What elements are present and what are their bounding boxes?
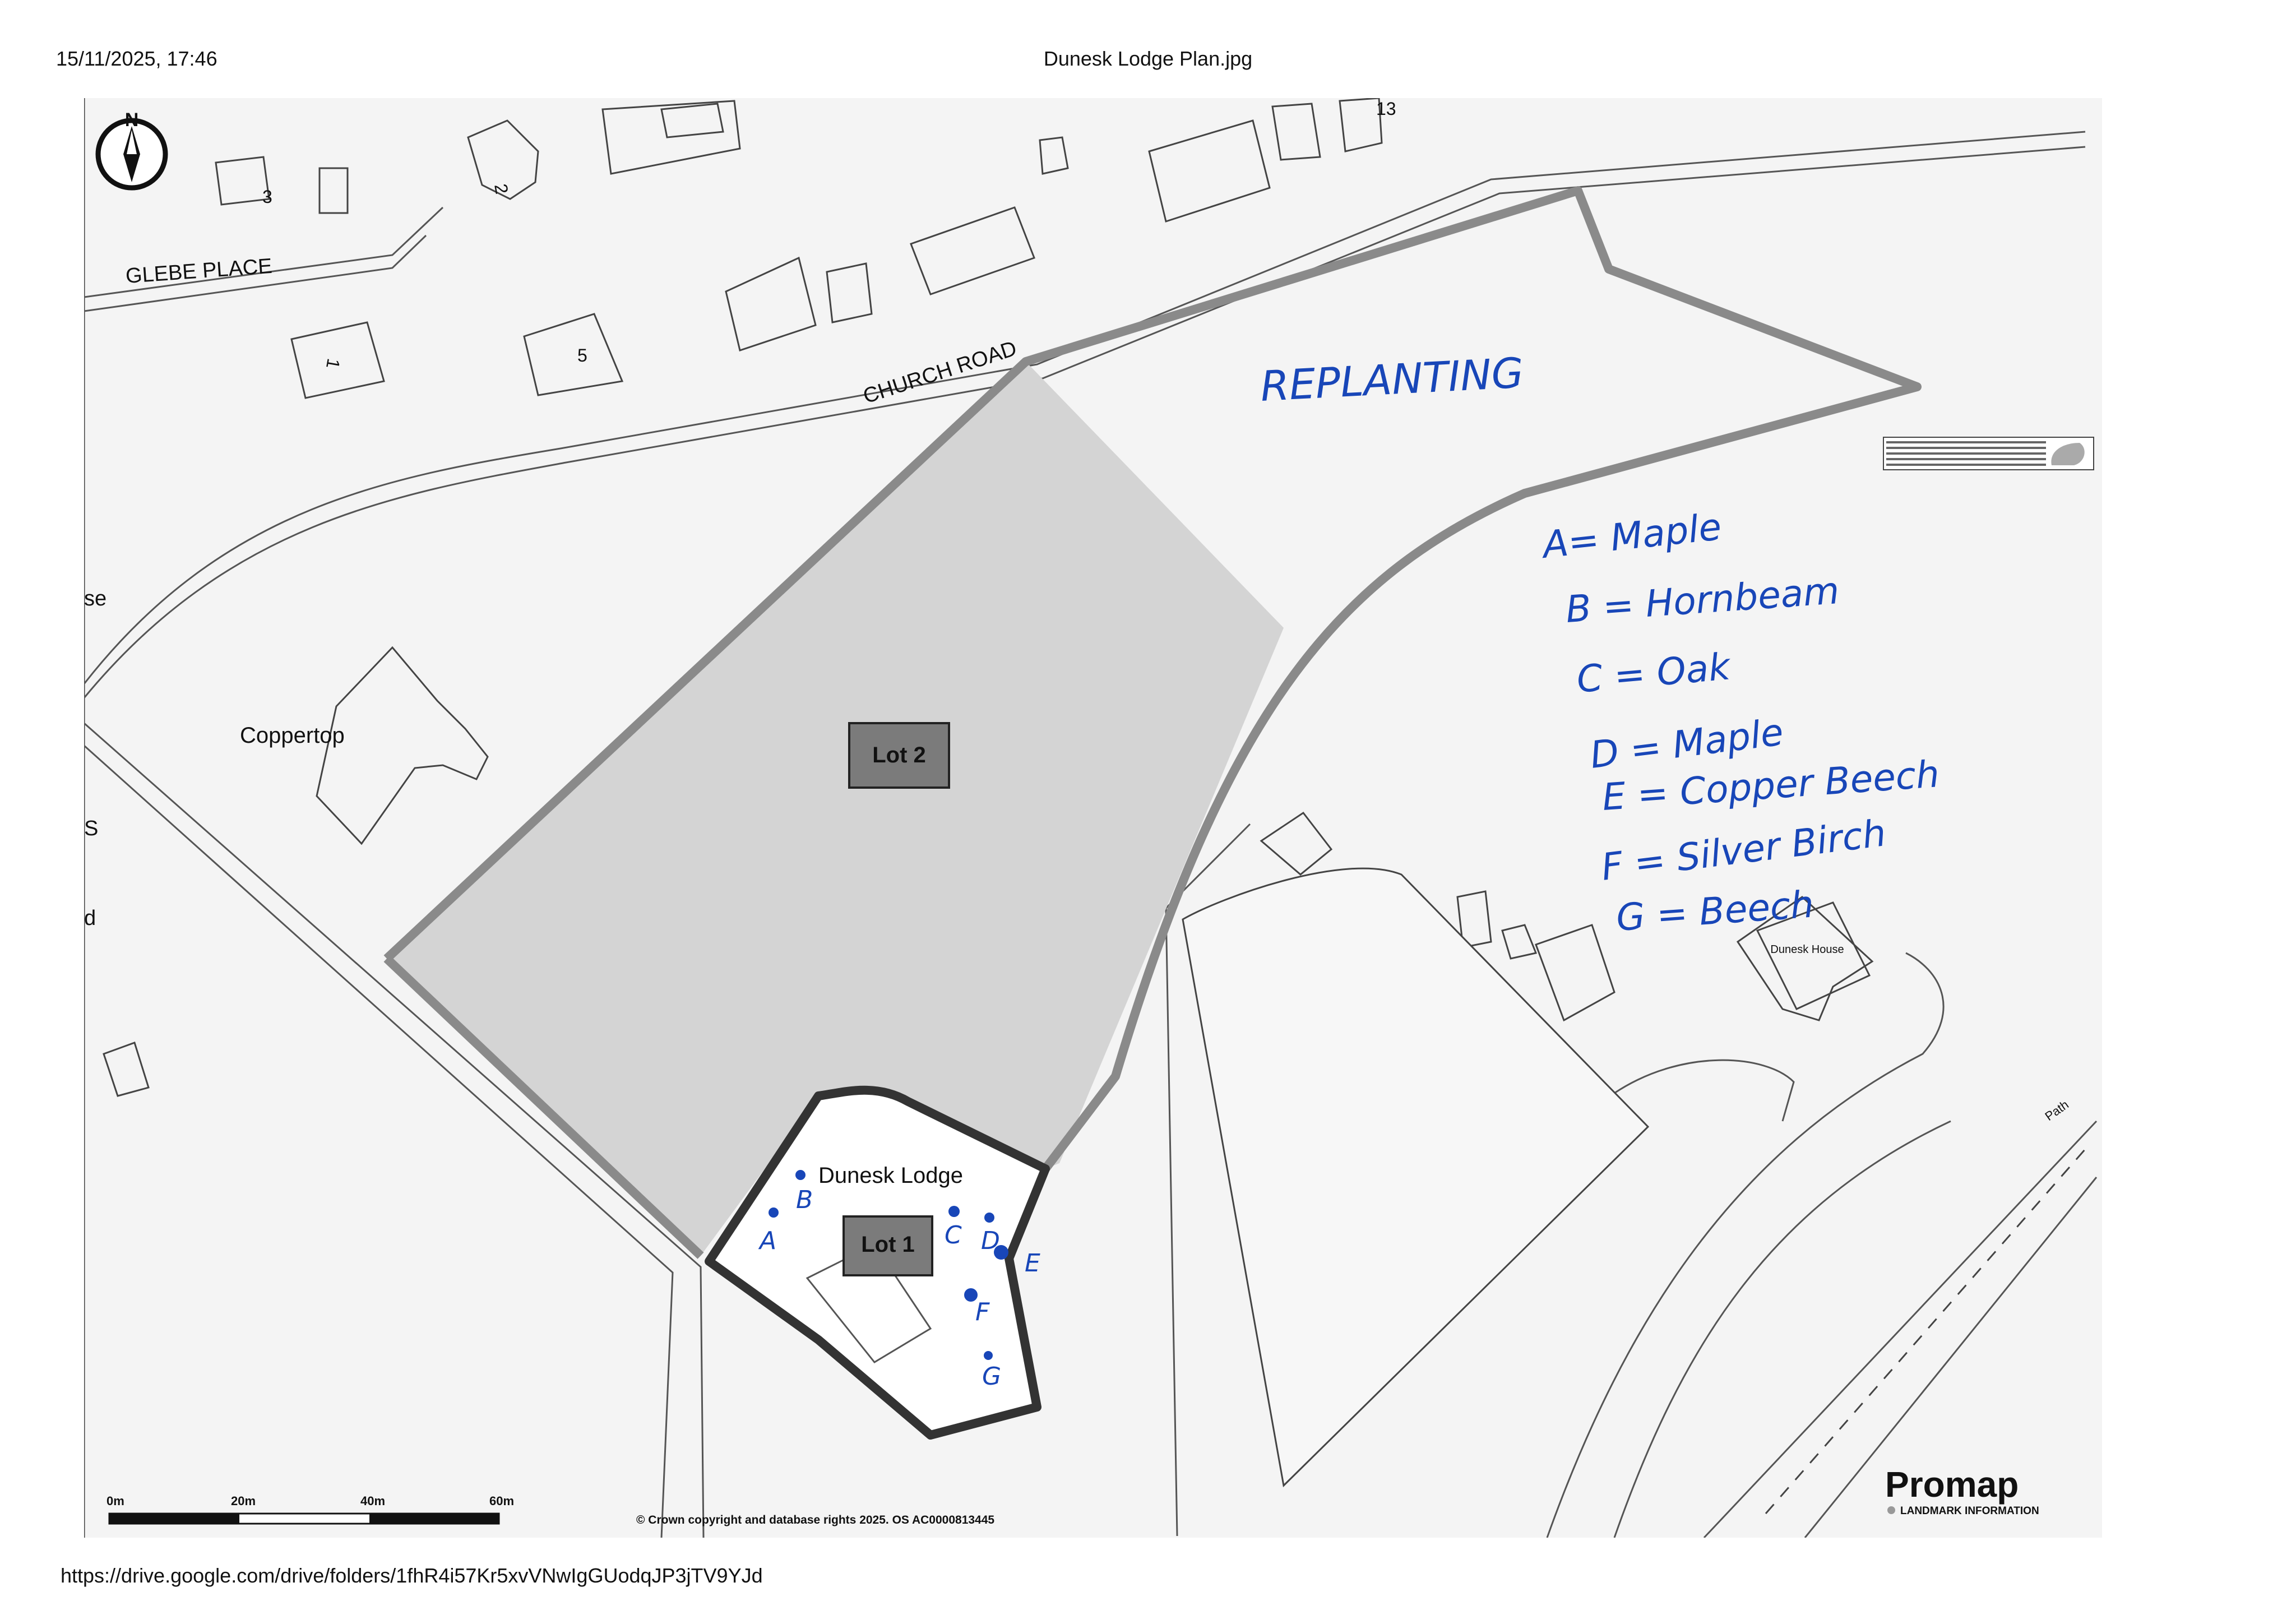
house-number-3: 3 — [262, 187, 272, 207]
scale-label-0: 0m — [107, 1494, 124, 1508]
lot-1-label: Lot 1 — [861, 1232, 915, 1257]
path-dashed-line — [1765, 1149, 2086, 1514]
scale-label-60: 60m — [489, 1494, 514, 1508]
map-canvas: Lot 2 Lot 1 GLEBE PLACE CHURCH ROAD Path… — [84, 98, 2098, 1538]
place-label-coppertop: Coppertop — [240, 723, 345, 748]
promap-subtitle: LANDMARK INFORMATION — [1900, 1505, 2039, 1517]
house-number-1: 1 — [322, 357, 344, 371]
document-title: Dunesk Lodge Plan.jpg — [1043, 47, 1253, 70]
tree-marker-letters: A B C D E F G — [758, 1186, 1040, 1391]
tree-dot-d — [984, 1213, 994, 1223]
tree-dot-g — [984, 1351, 993, 1360]
house-number-2: 2 — [490, 182, 512, 196]
replanting-annotation: REPLANTING — [1259, 349, 1525, 411]
tree-letter-f: F — [975, 1298, 990, 1326]
street-label-glebe-place: GLEBE PLACE — [125, 255, 273, 288]
replanting-boundary — [383, 186, 1922, 1172]
tree-key-a: A= Maple — [1539, 505, 1724, 567]
promap-dot-icon — [1887, 1506, 1895, 1514]
edge-label-d: d — [84, 906, 96, 930]
lot-2-label-box — [848, 722, 950, 789]
lot-2-west-boundary — [383, 955, 704, 1259]
edge-label-se: se — [84, 587, 107, 610]
tree-key-f: F = Silver Birch — [1599, 811, 1888, 889]
road-edges — [84, 131, 2098, 1538]
place-label-dunesk-house: Dunesk House — [1770, 943, 1844, 956]
tree-letter-b: B — [796, 1186, 813, 1214]
tree-dot-a — [769, 1207, 779, 1218]
edge-label-s: S — [84, 817, 98, 840]
tree-dot-b — [795, 1170, 806, 1180]
tree-letter-c: C — [945, 1221, 962, 1250]
tree-letter-g: G — [982, 1362, 1001, 1391]
field-plot — [1182, 867, 1650, 1488]
scale-bar: 0m 20m 40m 60m — [107, 1494, 514, 1525]
tree-key-c: C = Oak — [1575, 645, 1733, 701]
tree-key: A= Maple B = Hornbeam C = Oak D = Maple … — [1539, 505, 1941, 940]
tree-letter-d: D — [981, 1227, 1000, 1255]
scale-label-20: 20m — [231, 1494, 256, 1508]
tree-key-g: G = Beech — [1615, 883, 1816, 940]
street-label-path: Path — [2043, 1098, 2071, 1123]
lot-1-label-box — [843, 1215, 933, 1276]
place-label-dunesk-lodge: Dunesk Lodge — [818, 1163, 963, 1188]
source-url: https://drive.google.com/drive/folders/1… — [61, 1564, 763, 1587]
site-plan-map: Lot 2 Lot 1 GLEBE PLACE CHURCH ROAD Path… — [84, 98, 2102, 1538]
lot-2-label: Lot 2 — [872, 743, 926, 767]
tree-dot-c — [948, 1206, 960, 1217]
tree-dot-f — [964, 1288, 978, 1302]
tree-letter-a: A — [758, 1227, 776, 1255]
tree-key-b: B = Hornbeam — [1564, 569, 1841, 631]
print-datetime: 15/11/2025, 17:46 — [56, 47, 217, 70]
scale-label-40: 40m — [360, 1494, 385, 1508]
copyright-notice: © Crown copyright and database rights 20… — [636, 1514, 994, 1526]
north-arrow-icon: N — [95, 109, 168, 191]
tree-letter-e: E — [1025, 1249, 1040, 1278]
tree-markers — [769, 1170, 1008, 1360]
tree-dot-e — [994, 1245, 1008, 1260]
north-label: N — [125, 109, 139, 131]
licence-stamp — [1883, 437, 2094, 470]
house-number-5: 5 — [577, 345, 587, 365]
house-number-13: 13 — [1376, 99, 1396, 119]
lot-2-area — [387, 362, 1284, 1256]
promap-logo: Promap — [1885, 1464, 2019, 1505]
